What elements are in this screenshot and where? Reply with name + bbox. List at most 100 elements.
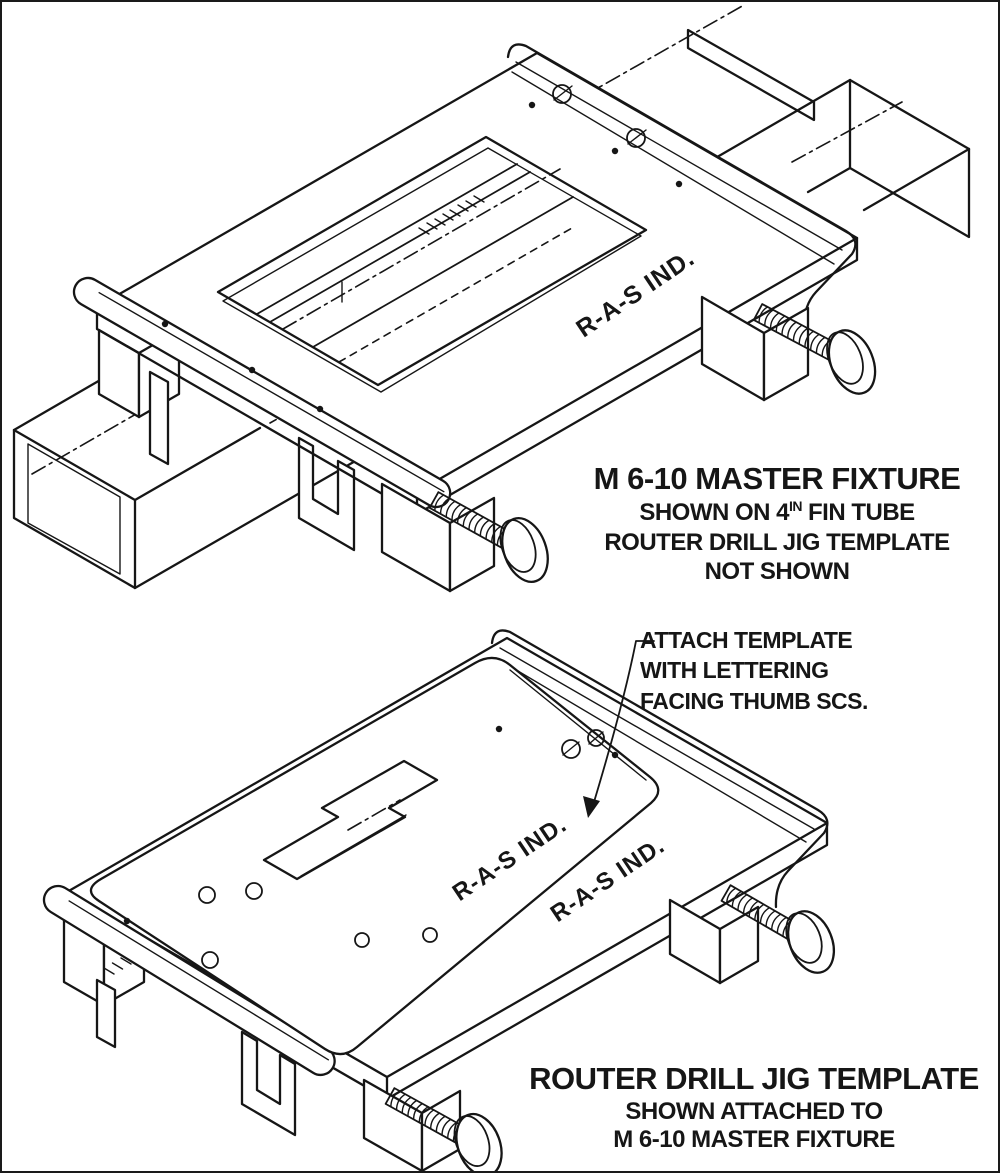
countersunk-screw-hole bbox=[561, 739, 581, 759]
pin-hole bbox=[161, 320, 169, 328]
left-block-front bbox=[97, 328, 141, 419]
figure1-note-line2: NOT SHOWN bbox=[705, 558, 850, 585]
template-slot bbox=[262, 759, 439, 881]
thumbscrew-knob-rim bbox=[785, 912, 823, 964]
right-leg-side bbox=[762, 306, 810, 402]
near-flange-outline bbox=[72, 276, 452, 509]
pin-hole bbox=[611, 147, 619, 155]
figure1-title: M 6-10 MASTER FIXTURE bbox=[594, 461, 961, 496]
screw-threads bbox=[758, 306, 838, 361]
drill-hole bbox=[422, 927, 438, 943]
fin-far-edge bbox=[256, 163, 518, 315]
annotation-line3: FACING THUMB SCS. bbox=[640, 688, 868, 714]
template-holes bbox=[123, 725, 619, 969]
template-outline bbox=[89, 656, 660, 1056]
window-inner-lip bbox=[222, 147, 642, 393]
tube-bottom-edge bbox=[133, 454, 366, 590]
leader-line bbox=[593, 640, 655, 803]
tube-top-far-edge-right bbox=[710, 78, 852, 162]
template-edge-double-line bbox=[509, 669, 647, 781]
pin-hole bbox=[495, 725, 503, 733]
screw-slot bbox=[627, 129, 647, 145]
thumbscrew-right-2 bbox=[720, 884, 836, 974]
leader-arrow-icon bbox=[583, 796, 600, 818]
drill-hole bbox=[245, 882, 263, 900]
pin-hole bbox=[316, 405, 324, 413]
screw-threads bbox=[390, 1090, 463, 1143]
window-interior bbox=[256, 163, 574, 363]
fin-tube-left bbox=[12, 348, 523, 590]
figure2-note: M 6-10 MASTER FIXTURE bbox=[613, 1126, 895, 1153]
countersunk-screw-hole bbox=[552, 84, 572, 104]
screw-shaft bbox=[384, 1087, 469, 1146]
thumbscrew-front-2 bbox=[384, 1087, 503, 1171]
screw-slot bbox=[588, 731, 604, 745]
tube-end-face-inner bbox=[27, 443, 121, 575]
screw-slot bbox=[553, 85, 573, 101]
clamp-hook bbox=[240, 1030, 297, 1137]
front-leg-side bbox=[448, 496, 496, 593]
slot-centerline bbox=[347, 799, 401, 831]
screw-slot bbox=[562, 741, 580, 756]
clamp-hook bbox=[297, 436, 356, 552]
near-flange-line bbox=[98, 291, 445, 493]
right-leg-front bbox=[700, 295, 766, 402]
tube-top-near-edge-right bbox=[862, 147, 971, 212]
figure2-subtitle: SHOWN ATTACHED TO bbox=[625, 1098, 882, 1125]
pin-hole bbox=[611, 751, 619, 759]
thumbscrew-knob-rim bbox=[453, 1115, 491, 1167]
near-flange-outline bbox=[42, 884, 336, 1077]
fin-hatch-sliver bbox=[103, 957, 132, 975]
fin-hatch-marks bbox=[418, 195, 485, 235]
figure1-subtitle: SHOWN ON 4IN FIN TUBE bbox=[639, 498, 915, 526]
screw-threads bbox=[725, 887, 793, 937]
left-bar bbox=[95, 978, 117, 1049]
front-leg-front bbox=[362, 1078, 424, 1171]
tube-bottom-edge-right bbox=[806, 166, 852, 194]
figure1-caption: M 6-10 MASTER FIXTURE SHOWN ON 4IN FIN TU… bbox=[594, 461, 961, 585]
near-flange-bar bbox=[42, 884, 336, 1077]
template-plate bbox=[89, 656, 660, 1056]
subtitle-pre: SHOWN ON 4 bbox=[639, 499, 790, 526]
drill-hole bbox=[198, 886, 216, 904]
figure-jig-template: R-A-S IND. R-A-S IND. ATTACH TEMPLATE WI… bbox=[42, 627, 979, 1171]
fixture-plate bbox=[72, 43, 859, 516]
fin-near-edge bbox=[269, 171, 531, 323]
countersunk-screw-hole bbox=[626, 128, 646, 148]
template-slot-inner bbox=[300, 814, 407, 877]
fin-plate bbox=[686, 28, 816, 122]
figure1-note-line1: ROUTER DRILL JIG TEMPLATE bbox=[604, 529, 950, 556]
tube-centerline-left bbox=[31, 405, 151, 475]
pin-hole bbox=[528, 101, 536, 109]
pin-hole bbox=[248, 366, 256, 374]
drill-hole bbox=[201, 951, 219, 969]
tube-end-face bbox=[12, 428, 137, 590]
plate-holes bbox=[161, 84, 683, 413]
far-flange-outline bbox=[490, 629, 829, 909]
tube-centerline-top bbox=[581, 4, 745, 98]
tube-centerline-right bbox=[791, 101, 903, 163]
tube-end-face-right bbox=[848, 78, 971, 239]
inch-superscript: IN bbox=[789, 498, 802, 514]
figure2-caption: ROUTER DRILL JIG TEMPLATE SHOWN ATTACHED… bbox=[529, 1061, 979, 1153]
plate-top-face bbox=[95, 51, 859, 494]
window-hidden-edge bbox=[338, 227, 573, 363]
tube-edge-in-window bbox=[312, 196, 574, 348]
drill-hole bbox=[354, 932, 370, 948]
far-flange-line2 bbox=[495, 657, 807, 843]
subtitle-post: FIN TUBE bbox=[808, 499, 915, 526]
far-flange-line2 bbox=[511, 71, 835, 265]
right-leg-front bbox=[668, 898, 722, 985]
tube-top-near-edge bbox=[133, 426, 262, 502]
window-centerline bbox=[282, 168, 561, 330]
screw-threads bbox=[434, 494, 507, 547]
fin-tube-right bbox=[581, 4, 971, 239]
annotation-line2: WITH LETTERING bbox=[640, 657, 828, 683]
annotation-line1: ATTACH TEMPLATE bbox=[640, 627, 852, 653]
near-flange-bar bbox=[72, 276, 452, 509]
figure2-title: ROUTER DRILL JIG TEMPLATE bbox=[529, 1061, 979, 1096]
window-outer bbox=[216, 135, 648, 387]
screw-shaft bbox=[752, 303, 841, 363]
